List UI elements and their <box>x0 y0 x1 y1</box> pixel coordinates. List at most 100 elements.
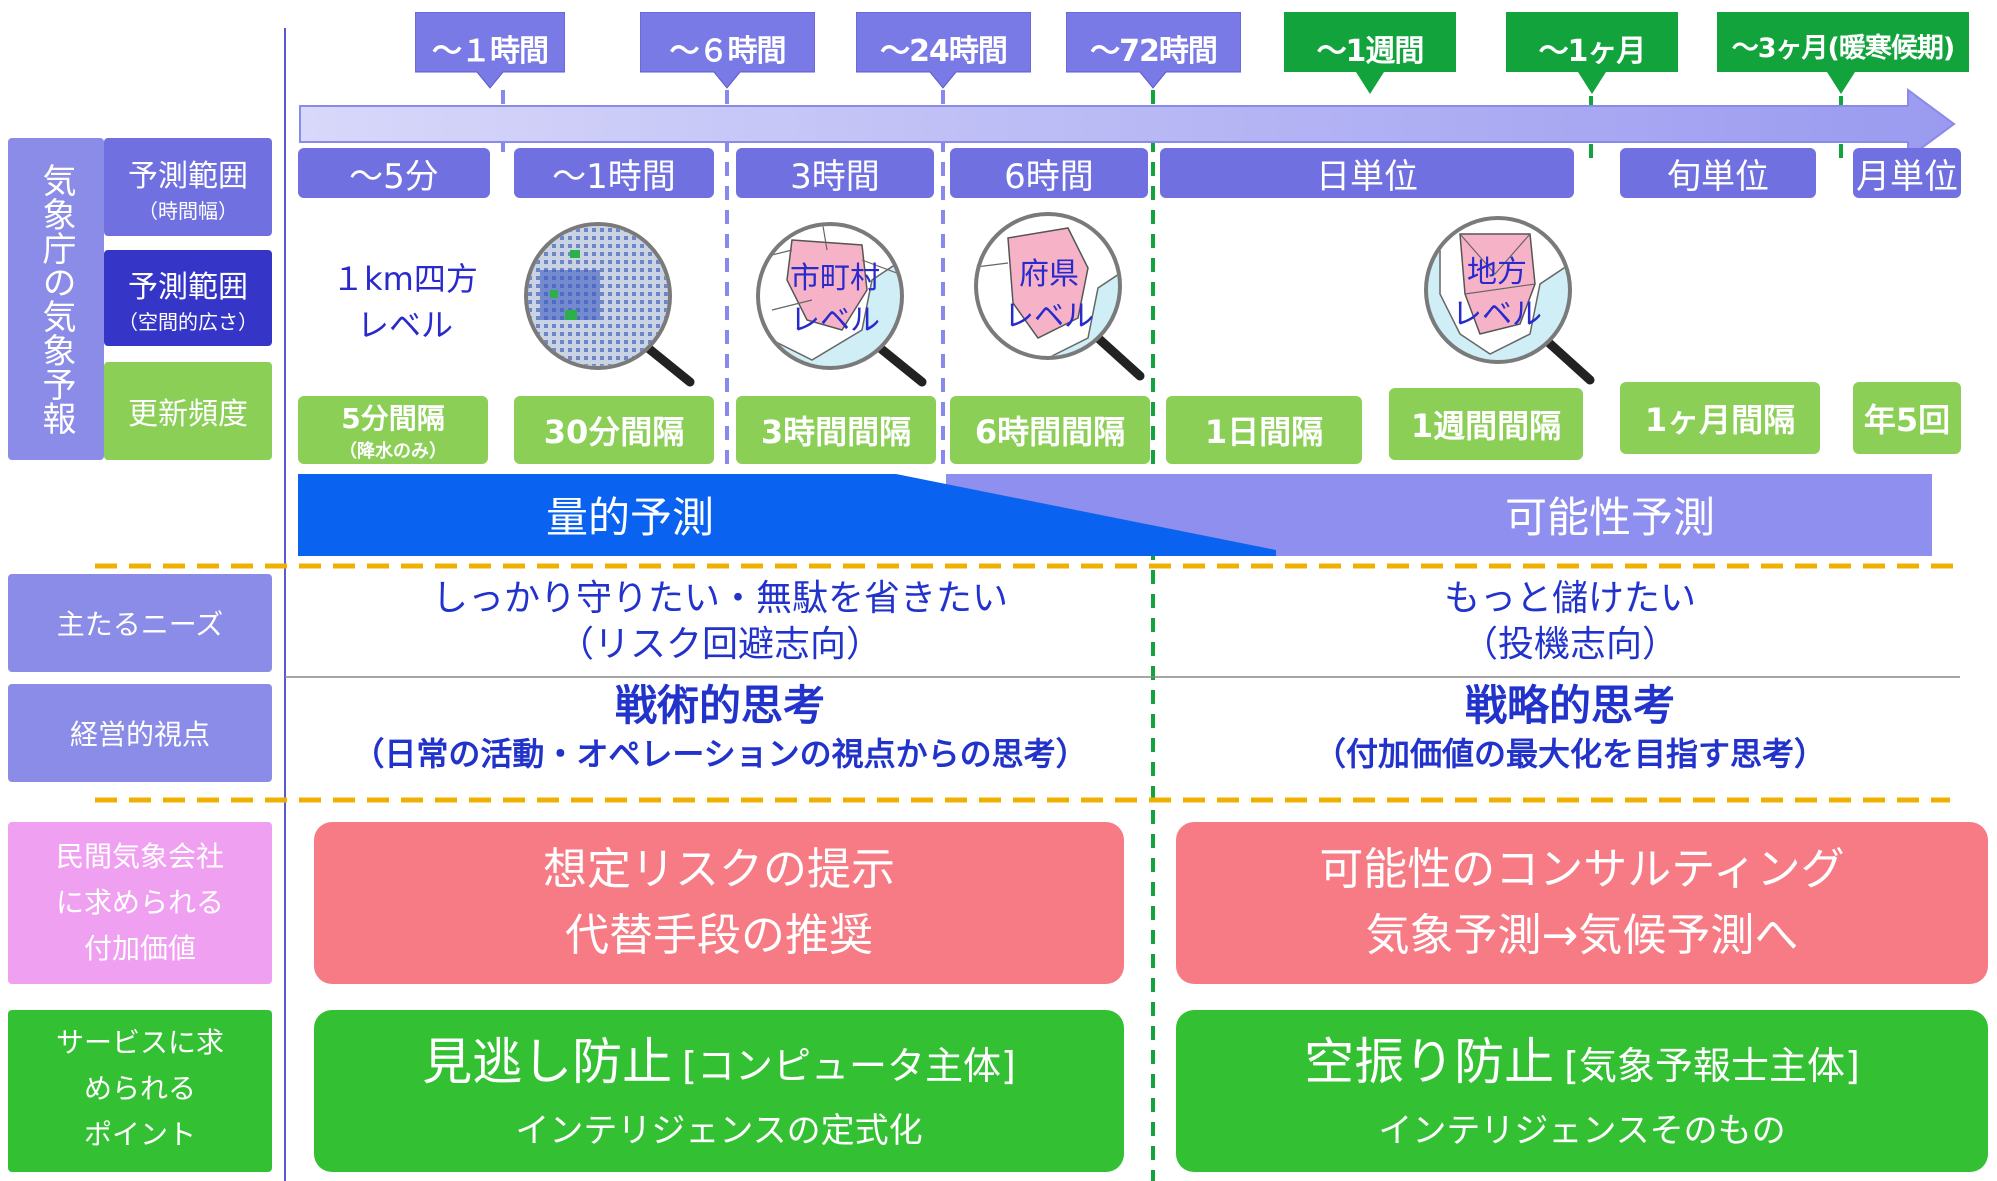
update-freq-label: 更新頻度 <box>104 362 272 460</box>
time-range-3h: 3時間 <box>736 148 934 198</box>
flag-1h: ～１時間 <box>415 12 565 89</box>
range-space-sub: （空間的広さ） <box>118 309 258 334</box>
flag-label: ～3ヶ月(暖寒候期) <box>1731 33 1955 64</box>
time-range-month: 月単位 <box>1853 148 1961 198</box>
time-range-text: 6時間 <box>1004 156 1094 197</box>
mgmt-right-title: 戦略的思考 <box>1464 681 1675 730</box>
update-5min-sub: （降水のみ） <box>339 441 447 462</box>
range-time-sub: （時間幅） <box>138 198 238 223</box>
update-text: 1週間間隔 <box>1410 407 1562 445</box>
probabilistic-label: 可能性予測 <box>1300 484 1920 545</box>
update-5year: 年5回 <box>1853 382 1961 454</box>
update-text: 3時間間隔 <box>760 413 912 451</box>
spatial-1km-line: １km四方 <box>332 260 478 298</box>
update-text: 30分間隔 <box>543 413 685 451</box>
point-right-sub: インテリジェンスそのもの <box>1378 1111 1786 1151</box>
time-range-text: 旬単位 <box>1667 156 1769 197</box>
point-box-right: 空振り防止[気象予報士主体] インテリジェンスそのもの <box>1176 1010 1988 1172</box>
spatial-city-line: 市町村 <box>790 261 880 296</box>
update-6h: 6時間間隔 <box>950 396 1150 464</box>
time-range-text: 月単位 <box>1856 156 1958 197</box>
range-space-label: 予測範囲 （空間的広さ） <box>104 250 272 346</box>
radar-map-loupe <box>524 222 695 387</box>
spatial-pref-line: 府県 <box>1019 257 1079 292</box>
value-label: 民間気象会社 に求められる 付加価値 <box>8 822 272 984</box>
spatial-region-line: 地方 <box>1467 255 1527 290</box>
point-label: サービスに求 められる ポイント <box>8 1010 272 1172</box>
update-1month: 1ヶ月間隔 <box>1620 382 1820 454</box>
point-label-line: ポイント <box>83 1118 196 1151</box>
flag-label: ～72時間 <box>1090 34 1218 69</box>
range-time-label: 予測範囲 （時間幅） <box>104 138 272 236</box>
value-label-line: 民間気象会社 <box>55 840 224 873</box>
update-text: 1ヶ月間隔 <box>1644 401 1796 439</box>
time-range-text: ～1時間 <box>552 156 676 197</box>
flag-3m: ～3ヶ月(暖寒候期) <box>1717 12 1969 94</box>
point-left-bracket: [コンピュータ主体] <box>682 1044 1016 1088</box>
time-range-text: 3時間 <box>790 156 880 197</box>
update-text: 年5回 <box>1863 401 1951 439</box>
needs-right-line: （投機志向） <box>1461 624 1678 665</box>
value-box-left: 想定リスクの提示 代替手段の推奨 <box>314 822 1124 984</box>
range-space-text: 予測範囲 <box>128 269 248 305</box>
value-box-right: 可能性のコンサルティング 気象予測→気候予測へ <box>1176 822 1988 984</box>
needs-label: 主たるニーズ <box>8 574 272 672</box>
value-left-line: 想定リスクの提示 <box>543 844 895 895</box>
prefecture-map-loupe <box>974 212 1145 381</box>
update-freq-text: 更新頻度 <box>128 397 248 432</box>
spatial-city: 市町村 レベル <box>770 258 900 342</box>
needs-left-line: （リスク回避志向） <box>557 624 882 665</box>
flag-24h: ～24時間 <box>856 12 1031 89</box>
flag-label: ～1週間 <box>1316 34 1425 69</box>
forecast-bands <box>298 474 1932 556</box>
update-text: 1日間隔 <box>1204 413 1324 451</box>
time-range-6h: 6時間 <box>950 148 1148 198</box>
flag-72h: ～72時間 <box>1066 12 1241 89</box>
time-range-5min: ～5分 <box>298 148 490 198</box>
flag-label: ～６時間 <box>669 34 787 69</box>
quantitative-text: 量的予測 <box>545 493 714 542</box>
flag-label: ～１時間 <box>432 34 549 69</box>
mgmt-label: 経営的視点 <box>8 684 272 782</box>
time-range-day: 日単位 <box>1160 148 1574 198</box>
spatial-1km: １km四方 レベル <box>310 256 500 348</box>
spatial-prefecture: 府県 レベル <box>984 254 1114 338</box>
flag-6h: ～６時間 <box>640 12 815 89</box>
timeline-arrow <box>299 88 1956 160</box>
point-box-left: 見逃し防止[コンピュータ主体] インテリジェンスの定式化 <box>314 1010 1124 1172</box>
value-left-line: 代替手段の推奨 <box>565 910 873 961</box>
update-1day: 1日間隔 <box>1166 396 1362 464</box>
value-right-line: 気象予測→気候予測へ <box>1365 910 1799 961</box>
time-range-10day: 旬単位 <box>1620 148 1816 198</box>
spatial-region-line: レベル <box>1452 297 1542 332</box>
needs-right: もっと儲けたい （投機志向） <box>1180 576 1960 668</box>
mgmt-right-sub: （付加価値の最大化を目指す思考） <box>1313 735 1826 773</box>
time-range-text: ～5分 <box>349 156 439 197</box>
update-5min: 5分間隔 （降水のみ） <box>298 396 488 464</box>
update-30min: 30分間隔 <box>514 396 714 464</box>
probabilistic-text: 可能性予測 <box>1504 493 1715 542</box>
value-right-line: 可能性のコンサルティング <box>1319 844 1845 895</box>
flag-label: ～1ヶ月 <box>1538 34 1647 69</box>
update-3h: 3時間間隔 <box>736 396 936 464</box>
point-right-bracket: [気象予報士主体] <box>1564 1044 1860 1088</box>
update-text: 6時間間隔 <box>974 413 1126 451</box>
city-map-loupe <box>756 222 927 387</box>
region-map-loupe <box>1424 216 1595 385</box>
needs-right-line: もっと儲けたい <box>1443 578 1696 619</box>
time-range-1h: ～1時間 <box>514 148 714 198</box>
mgmt-left-title: 戦術的思考 <box>614 681 825 730</box>
mgmt-left-sub: （日常の活動・オペレーションの視点からの思考） <box>352 735 1088 773</box>
spatial-1km-line: レベル <box>356 306 453 344</box>
needs-left-line: しっかり守りたい・無駄を省きたい <box>431 578 1008 619</box>
mgmt-label-text: 経営的視点 <box>69 718 210 751</box>
mgmt-left: 戦術的思考 （日常の活動・オペレーションの視点からの思考） <box>290 680 1150 776</box>
spatial-pref-line: レベル <box>1004 299 1094 334</box>
point-left-main: 見逃し防止 <box>422 1033 673 1091</box>
value-label-line: 付加価値 <box>83 932 196 965</box>
needs-left: しっかり守りたい・無駄を省きたい （リスク回避志向） <box>300 576 1140 668</box>
point-label-line: められる <box>83 1072 196 1105</box>
point-right-main: 空振り防止 <box>1304 1033 1555 1091</box>
update-5min-text: 5分間隔 <box>341 402 445 435</box>
